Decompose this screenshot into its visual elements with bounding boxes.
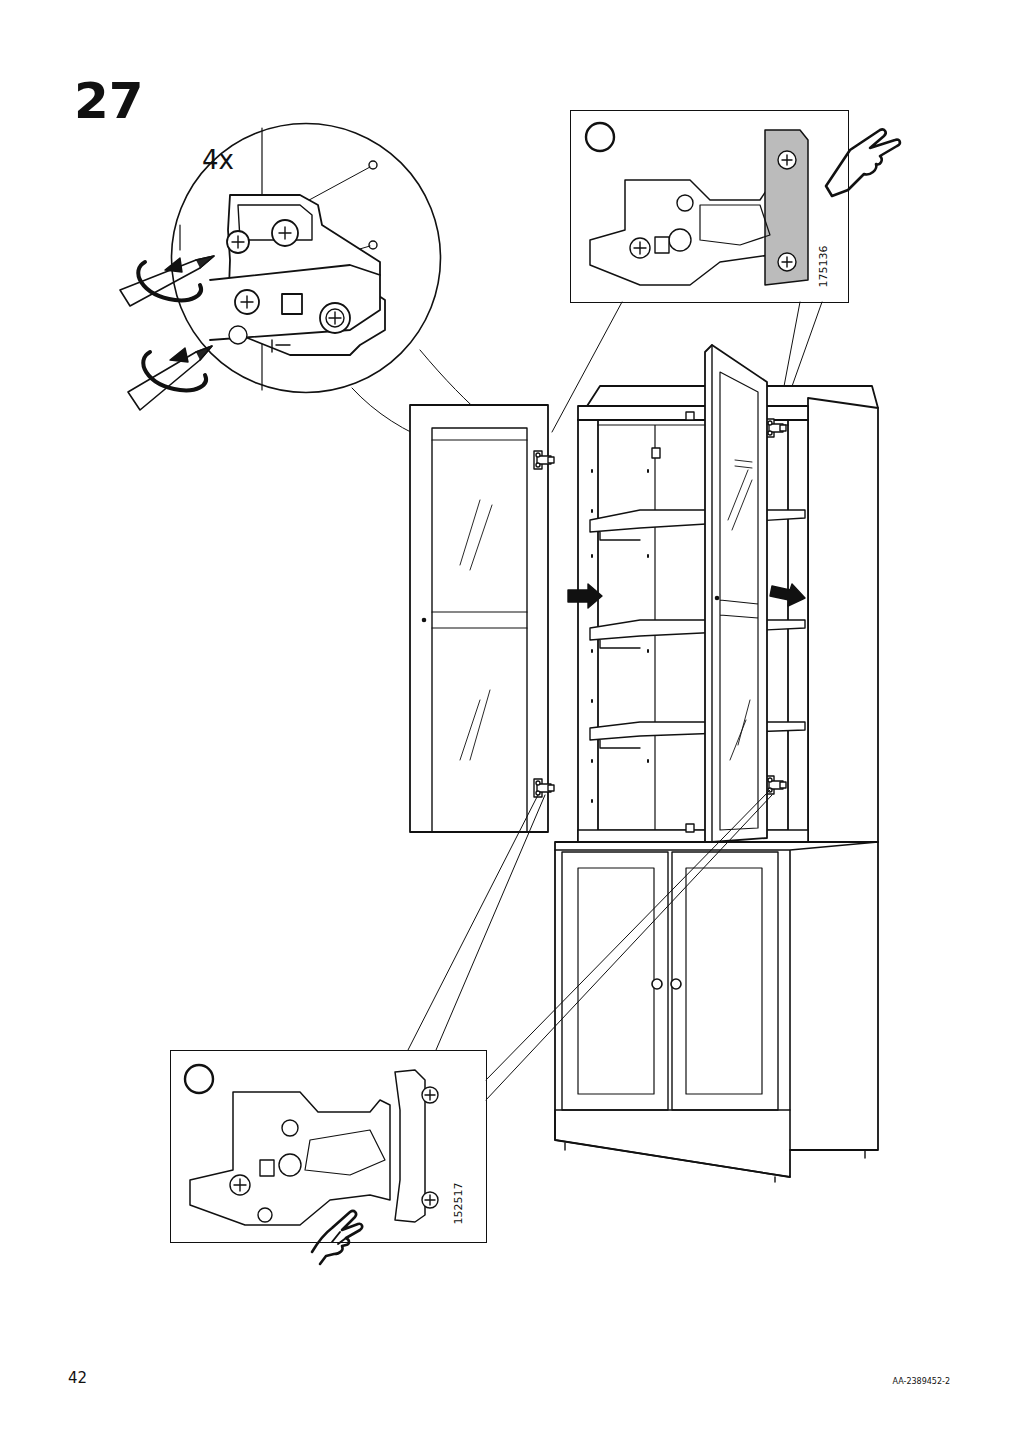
part-number: 152517 xyxy=(453,1182,464,1224)
quantity-label: 4x xyxy=(202,147,234,173)
part-number: 175136 xyxy=(818,245,829,287)
info-box: 152517 xyxy=(170,1050,487,1243)
magnifier-circle: 4x xyxy=(170,122,442,394)
page-number: 42 xyxy=(68,1371,87,1386)
step-number: 27 xyxy=(74,76,144,126)
document-code: AA-2389452-2 xyxy=(893,1378,950,1386)
info-box: 175136 xyxy=(570,110,849,303)
